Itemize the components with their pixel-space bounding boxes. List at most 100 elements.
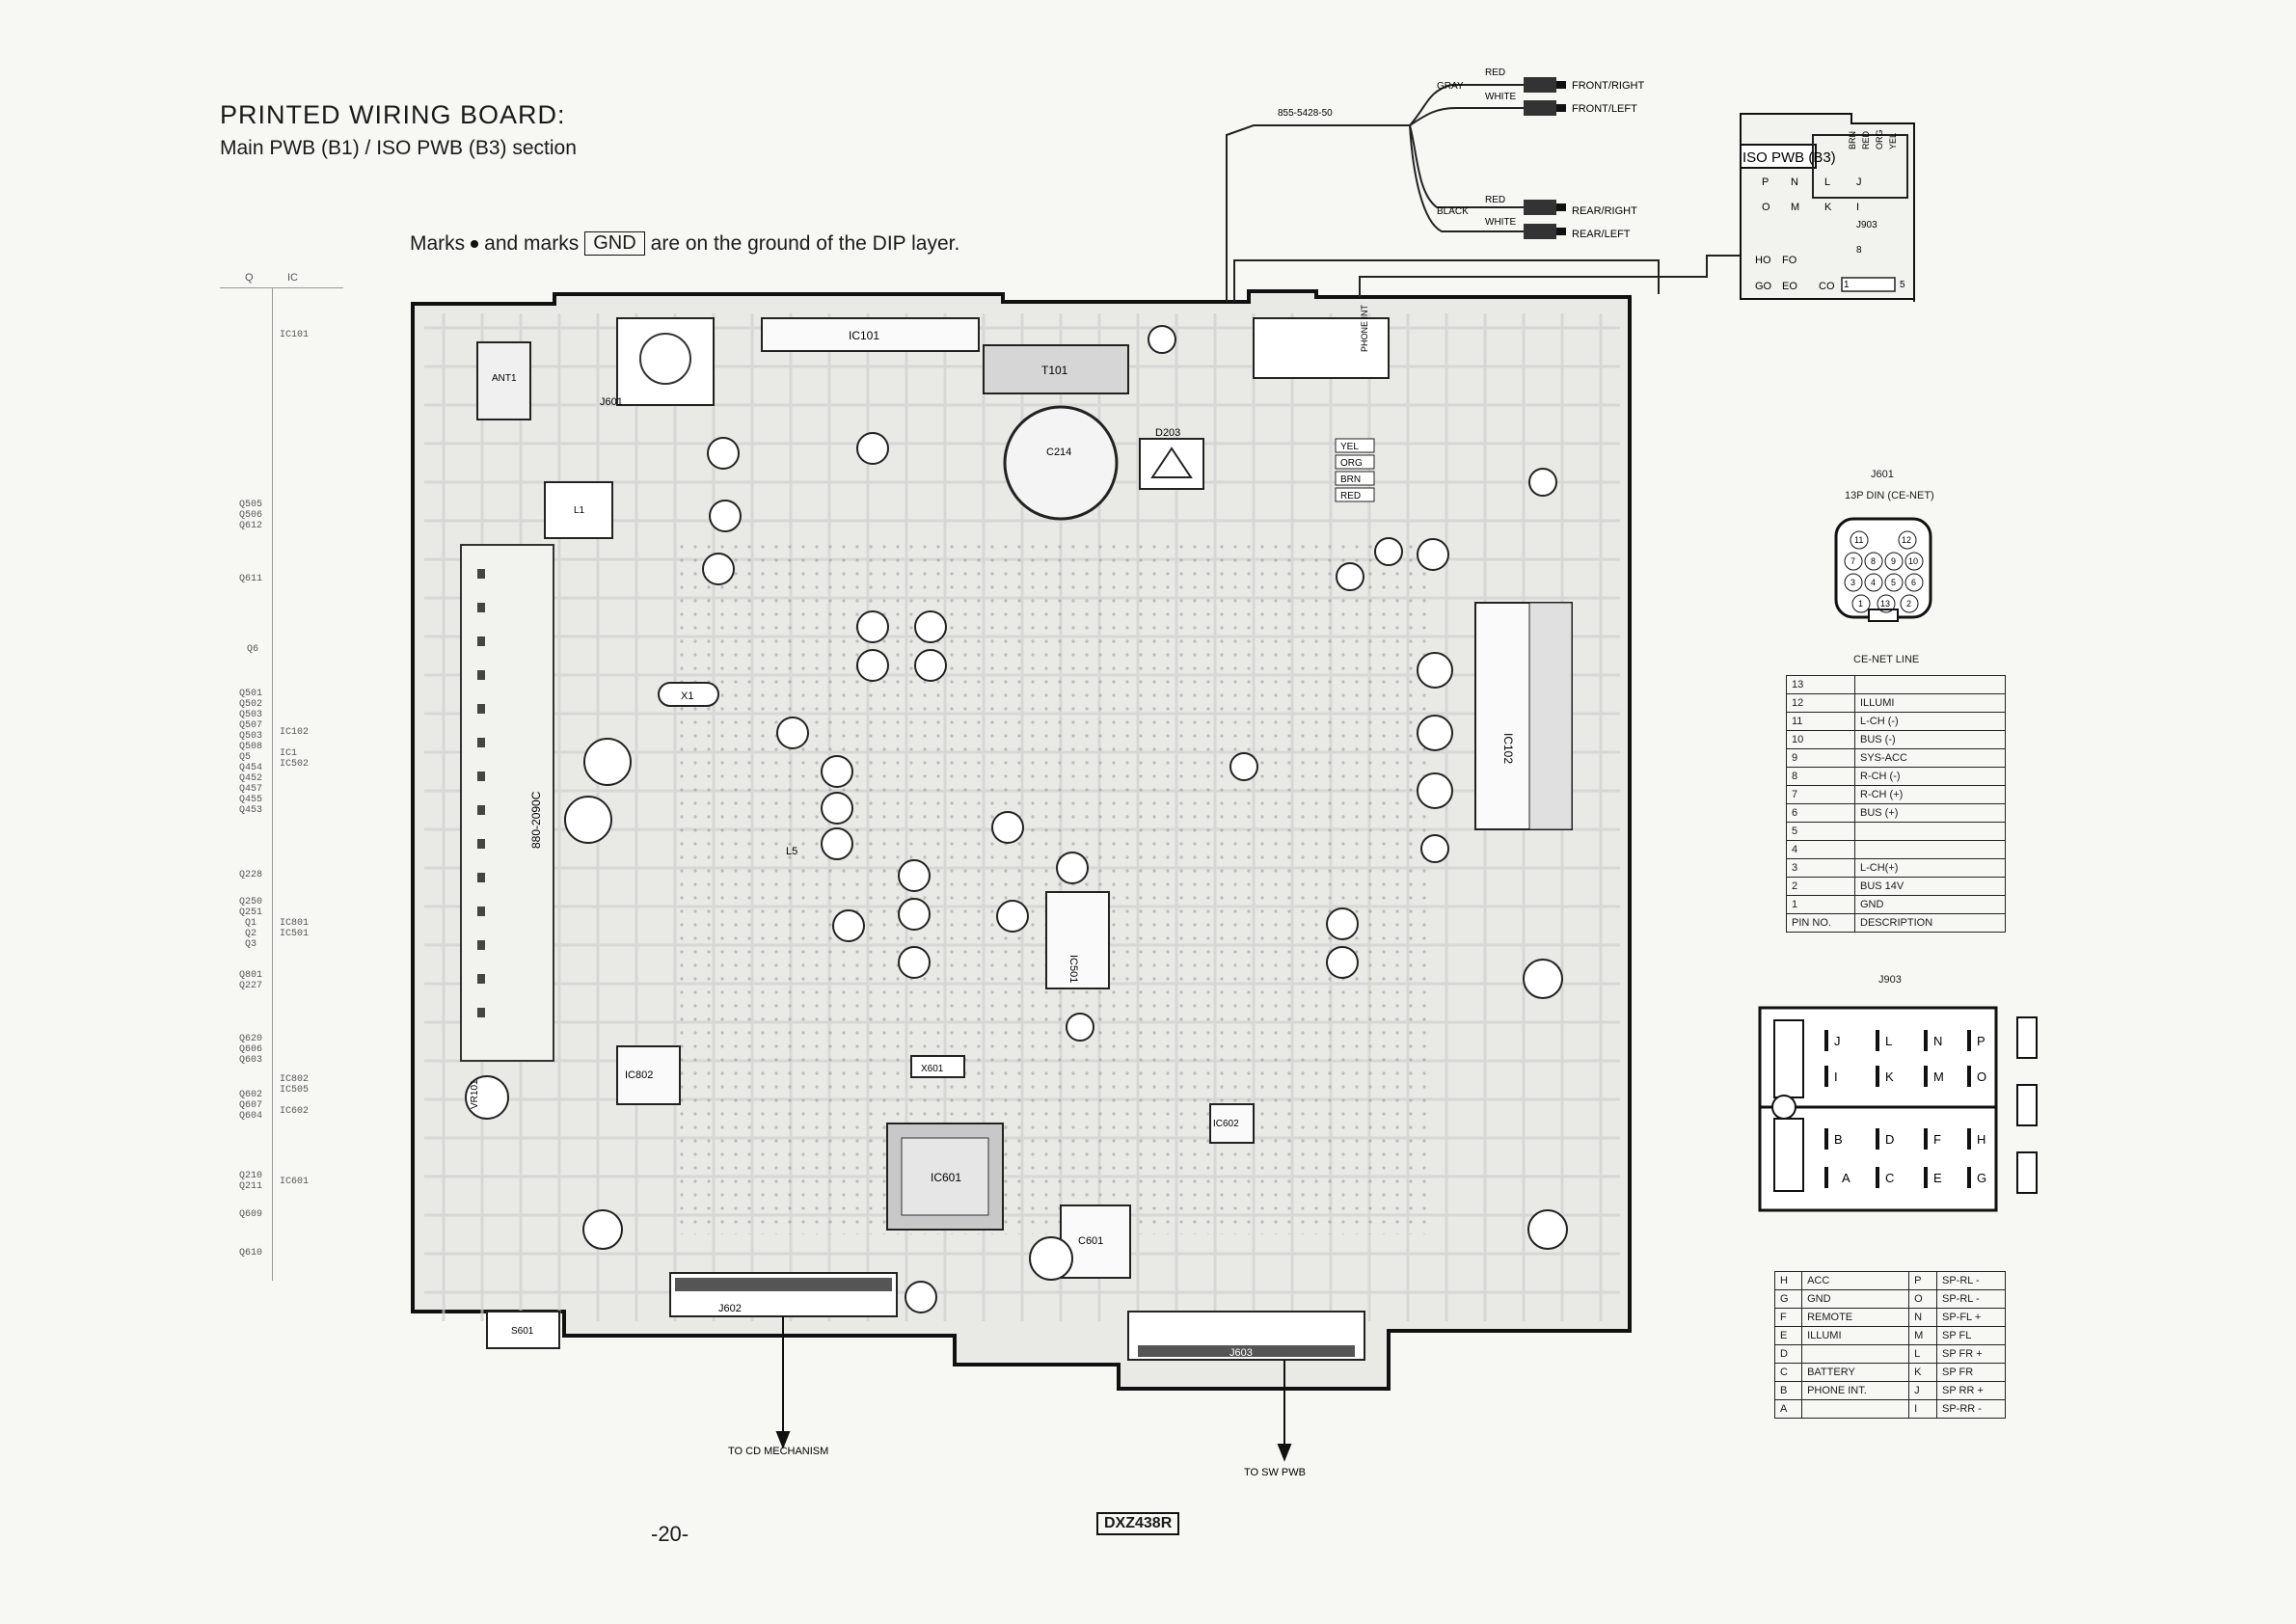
iso-pin-n: N — [1791, 176, 1798, 188]
svg-text:13: 13 — [1880, 599, 1890, 609]
ic602: IC602 — [1209, 1103, 1255, 1144]
connector-j602: J602 — [669, 1272, 898, 1317]
model-number: DXZ438R — [1096, 1512, 1180, 1535]
iso-pin-o: O — [1762, 202, 1770, 213]
ic101: IC101 — [761, 317, 980, 352]
rear-right-label: REAR/RIGHT — [1572, 205, 1637, 217]
coil-l1: L1 — [544, 481, 613, 539]
svg-text:O: O — [1977, 1069, 1986, 1084]
part-number: 855-5428-50 — [1278, 108, 1333, 119]
svg-text:M: M — [1933, 1069, 1944, 1084]
index-ic: IC101 — [280, 330, 310, 340]
arrow-to-cd — [775, 1316, 791, 1449]
gnd-mark: GND — [584, 231, 645, 256]
ic601: IC601 — [886, 1123, 1004, 1231]
table-footer: PIN NO.DESCRIPTION — [1786, 913, 2006, 933]
iso-pin-k: K — [1824, 202, 1832, 213]
index-q: Q501 Q502 Q503 Q507 Q503 Q508 Q5 Q454 Q4… — [239, 689, 263, 816]
yel-label: YEL — [1340, 442, 1359, 452]
index-divider — [272, 287, 273, 1281]
arrow-to-sw — [1277, 1360, 1292, 1462]
index-q: Q228 — [239, 870, 263, 880]
svg-text:H: H — [1977, 1132, 1985, 1147]
j601-board-label: J601 — [600, 396, 623, 408]
vr101-label: VR101 — [470, 1079, 480, 1109]
ic101-label: IC101 — [849, 329, 879, 342]
index-ic: IC601 — [280, 1177, 310, 1187]
crystal-x1: X1 — [658, 682, 719, 707]
index-q: Q505 Q506 Q612 — [239, 500, 263, 531]
svg-text:3: 3 — [1850, 578, 1855, 587]
board-outline — [411, 289, 1632, 1391]
j601-title: J601 — [1871, 469, 1894, 480]
ic102-label: IC102 — [1501, 733, 1515, 764]
iso-pwb-title: ISO PWB (B3) — [1742, 149, 1836, 166]
ic802: IC802 — [616, 1045, 681, 1105]
j602-label: J602 — [718, 1303, 742, 1314]
j903-connector — [1758, 1006, 2038, 1212]
index-q: Q620 Q606 Q603 — [239, 1034, 263, 1066]
svg-text:11: 11 — [1854, 535, 1863, 545]
component-index: Q IC — [220, 272, 343, 1281]
iso-pad-co: CO — [1819, 281, 1835, 292]
note-suffix: are on the ground of the DIP layer. — [650, 231, 960, 255]
svg-text:G: G — [1977, 1171, 1986, 1185]
iso-connector-label: J903 — [1856, 220, 1877, 230]
wire-red-2: RED — [1485, 195, 1505, 205]
iso-pin-one: 1 — [1844, 280, 1850, 290]
iso-pad-fo: FO — [1782, 255, 1797, 266]
iso-pwb — [1740, 113, 1915, 300]
svg-text:6: 6 — [1911, 578, 1916, 587]
ground-dot-icon — [471, 239, 479, 248]
index-q: Q801 Q227 — [239, 970, 263, 991]
iso-wire-red: RED — [1861, 130, 1871, 149]
index-q: Q610 — [239, 1248, 263, 1259]
front-right-label: FRONT/RIGHT — [1572, 80, 1644, 92]
svg-text:2: 2 — [1906, 599, 1911, 609]
l1-label: L1 — [574, 505, 585, 516]
j601-subtitle: 13P DIN (CE-NET) — [1845, 490, 1934, 501]
svg-text:1: 1 — [1858, 599, 1863, 609]
index-ic-head: IC — [287, 272, 298, 284]
index-q: Q611 — [239, 574, 263, 584]
j601-pin-diagram — [1834, 517, 1932, 622]
svg-text:P: P — [1977, 1034, 1985, 1048]
board-code-label: 880-2090C — [529, 791, 543, 849]
iso-pin-p: P — [1762, 176, 1769, 188]
j903-pin-labels: J L N P I K M O B D F H A C E G — [1834, 1034, 1986, 1185]
iso-pin-i: I — [1856, 202, 1859, 213]
x1-label: X1 — [681, 690, 693, 702]
index-ic: IC102 IC1 IC502 — [280, 727, 310, 770]
t101-label: T101 — [1041, 364, 1068, 377]
iso-pin-l: L — [1824, 176, 1830, 188]
j903-title: J903 — [1878, 974, 1902, 986]
svg-text:12: 12 — [1902, 535, 1911, 545]
index-q: Q210 Q211 — [239, 1171, 263, 1192]
svg-text:10: 10 — [1908, 556, 1918, 566]
svg-text:9: 9 — [1891, 556, 1896, 566]
crystal-x601: X601 — [910, 1055, 965, 1078]
iso-wire-org: ORG — [1875, 129, 1884, 149]
phone-int-label: PHONE INT — [1360, 304, 1369, 352]
index-q: Q1 Q2 Q3 — [245, 918, 257, 950]
note-mid: and marks — [484, 231, 580, 255]
capacitor-c214: C214 — [1003, 405, 1119, 521]
ic602-label: IC602 — [1213, 1119, 1239, 1129]
iso-pin-j: J — [1856, 176, 1862, 188]
speaker-connector: PHONE INT — [1253, 304, 1390, 379]
note-prefix: Marks — [410, 231, 466, 255]
svg-text:D: D — [1885, 1132, 1894, 1147]
